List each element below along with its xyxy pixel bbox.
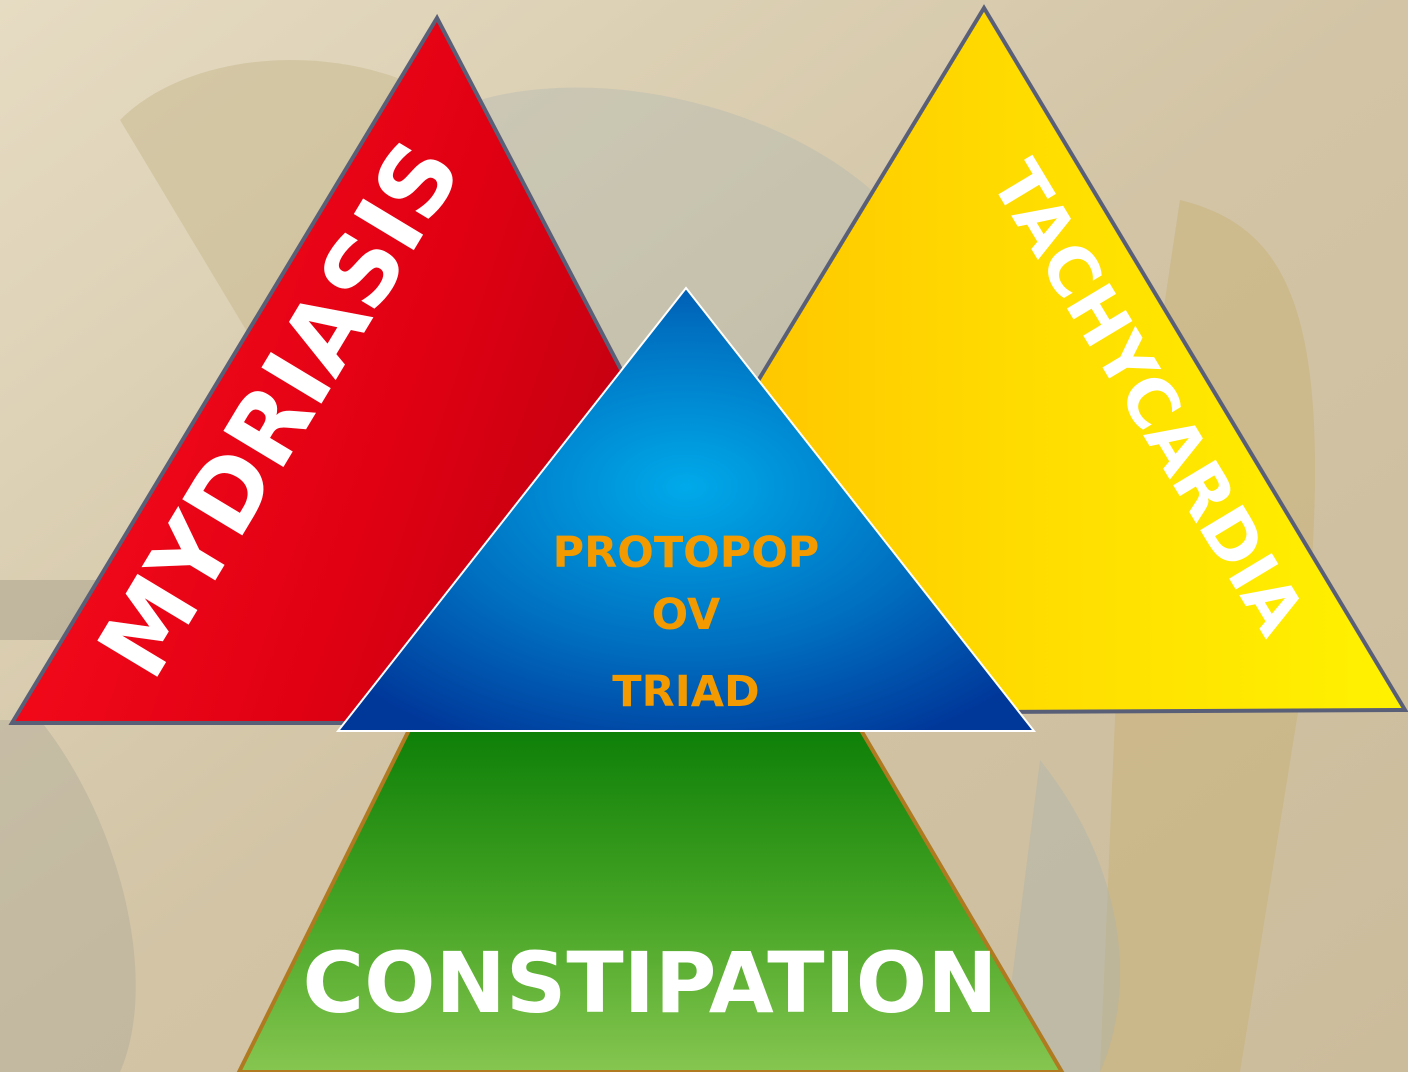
center-title-line2: OV (652, 590, 721, 640)
center-title-line3: TRIAD (612, 667, 759, 717)
constipation-label: CONSTIPATION (302, 934, 997, 1032)
center-title-line1: PROTOPOP (553, 528, 820, 578)
center-triangle (335, 286, 1037, 732)
